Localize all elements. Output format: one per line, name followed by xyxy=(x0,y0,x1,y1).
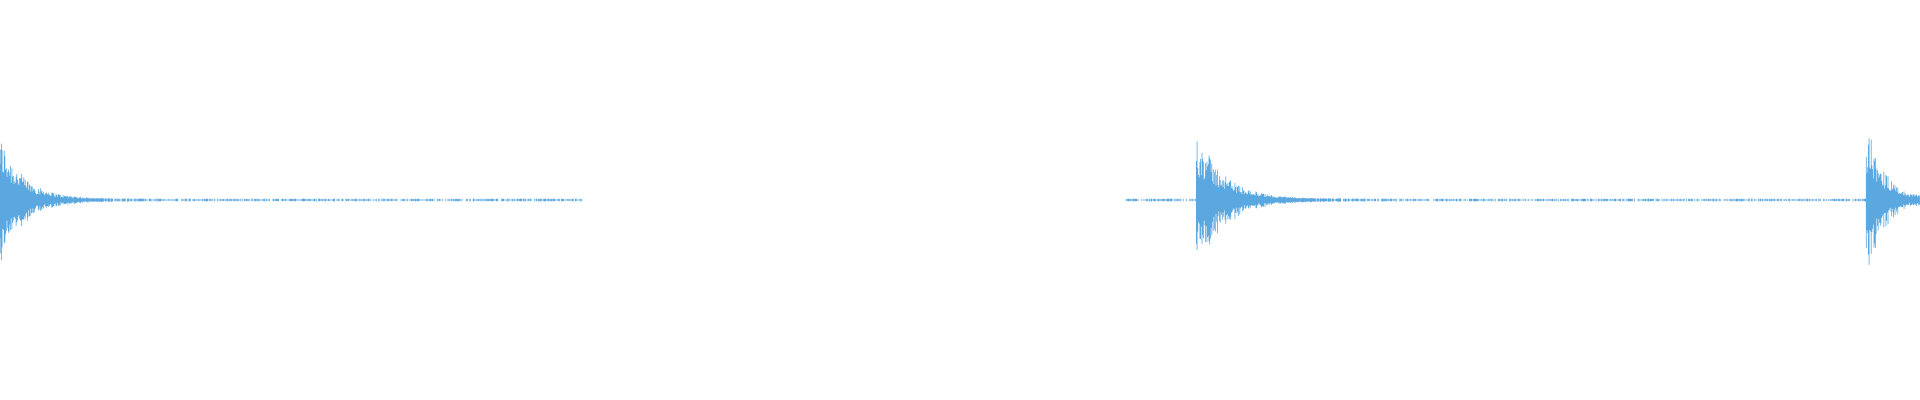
waveform-segment xyxy=(1125,138,1920,265)
waveform-amplitude xyxy=(1126,138,1920,265)
waveform-segment xyxy=(0,143,583,260)
waveform-amplitude xyxy=(0,143,583,260)
